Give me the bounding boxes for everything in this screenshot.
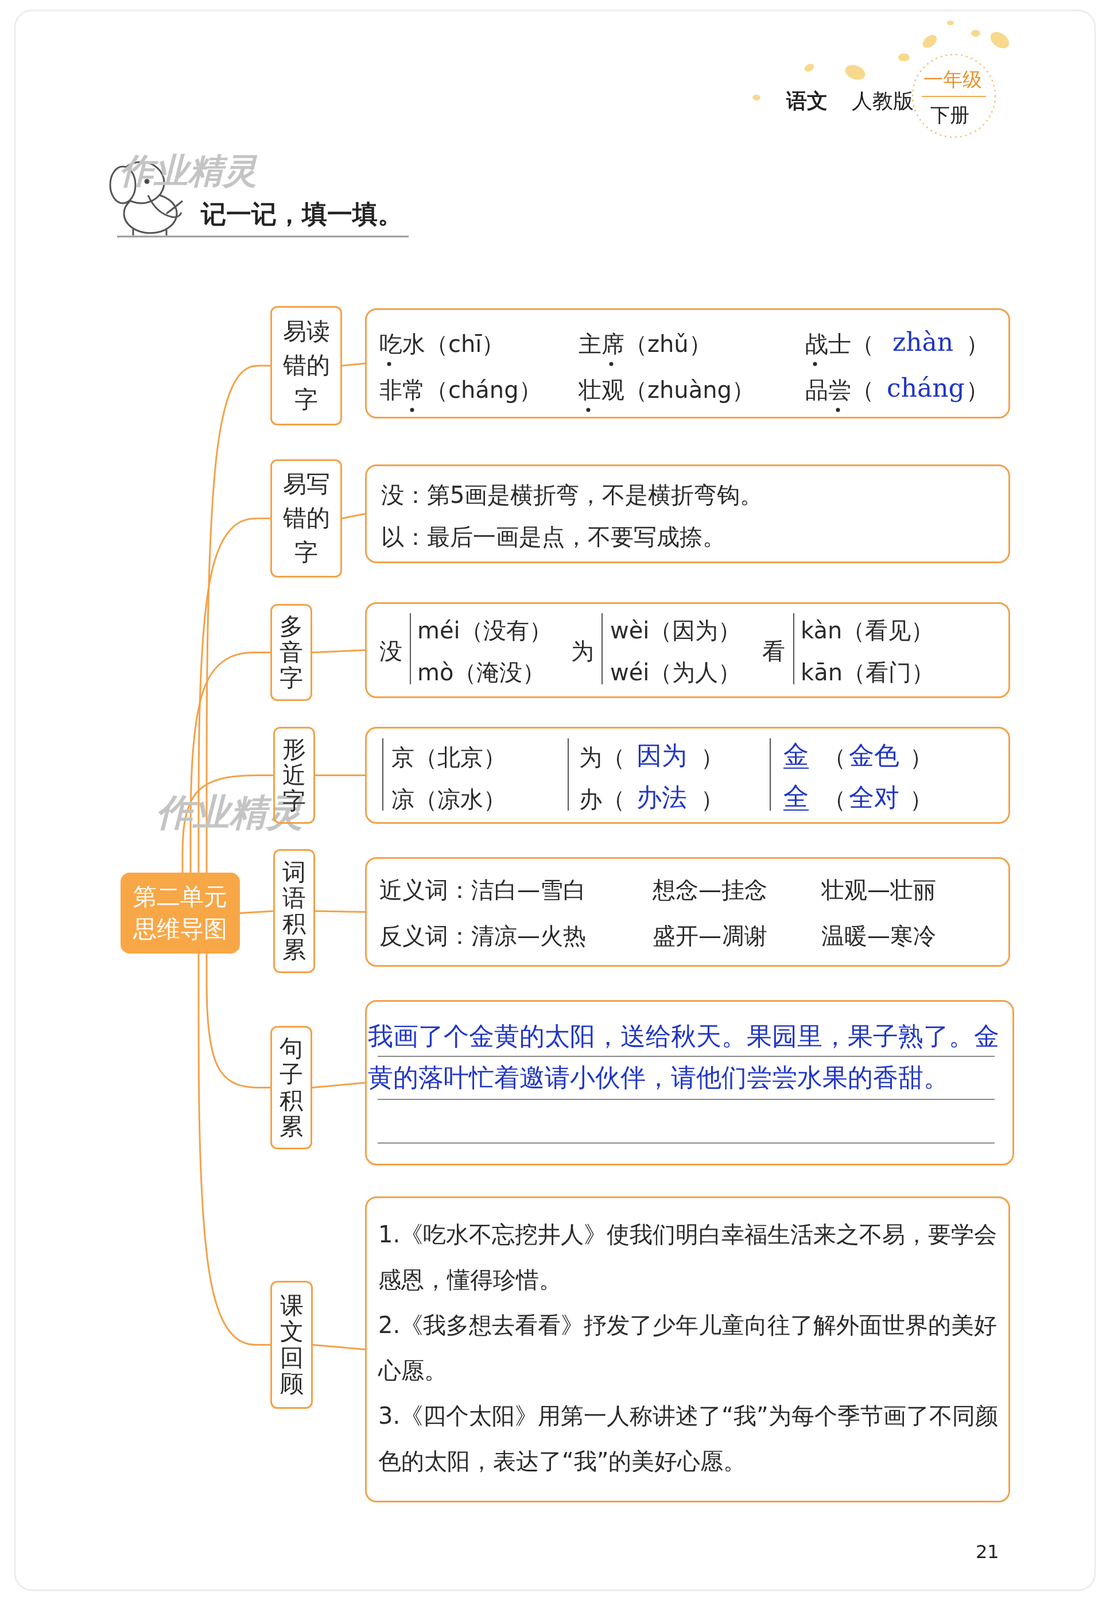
branch-label: 易读错的字 xyxy=(270,305,343,426)
node-text: 为 xyxy=(571,636,595,666)
node-text: 我画了个金黄的太阳，送给秋天。果园里，果子熟了。金黄的落叶忙着邀请小伙伴，请他们… xyxy=(367,1015,1005,1098)
node-text: ） xyxy=(965,329,989,359)
bracket-line xyxy=(382,612,794,811)
answer-text: 办法 xyxy=(636,782,688,812)
node-text: kān（看门） xyxy=(800,657,935,687)
node-text: 主席（zhǔ） xyxy=(578,329,712,359)
branch-connector xyxy=(190,652,271,873)
node-text: 没：第5画是横折弯，不是横折弯钩。 xyxy=(381,480,763,510)
node-text: 2.《我多想去看看》抒发了少年儿童向往了解外面世界的美好心愿。 xyxy=(378,1302,1001,1393)
node-text: 以：最后一画是点，不要写成捺。 xyxy=(381,522,726,551)
node-text: 没 xyxy=(379,636,403,666)
branch-label: 形近字 xyxy=(273,726,316,824)
branch-connector xyxy=(312,1344,366,1350)
branch-connector xyxy=(315,910,366,912)
branch-connector xyxy=(312,650,366,653)
branch-label: 课文回顾 xyxy=(270,1280,313,1409)
page-number: 21 xyxy=(975,1540,1000,1563)
edition-label: 人教版 xyxy=(851,87,914,116)
node-text: 办（ xyxy=(579,784,626,814)
node-text: wéi（为人） xyxy=(610,657,741,687)
node-text: 凉（凉水） xyxy=(391,784,507,814)
answer-text: 金色 xyxy=(848,740,900,770)
node-text: 第二单元 思维导图 xyxy=(132,880,229,945)
node-text: 课文回顾 xyxy=(280,1292,304,1396)
answer-text: zhàn xyxy=(892,327,954,357)
branch-label: 词语积累 xyxy=(273,848,316,973)
node-text: （ xyxy=(823,784,846,814)
node-text: （ xyxy=(823,742,846,772)
leaf-decoration xyxy=(752,20,1013,101)
subject-label: 语文 xyxy=(786,87,828,116)
node-text: mò（淹没） xyxy=(417,657,546,687)
node-text: 形近字 xyxy=(282,736,306,814)
node-text: 1.《吃水不忘挖井人》使我们明白幸福生活来之不易，要学会感恩，懂得珍惜。 xyxy=(378,1211,1001,1303)
node-text: ） xyxy=(700,784,724,814)
node-text: 壮观—壮丽 xyxy=(821,875,937,904)
node-text: 反义词：清凉—火热 xyxy=(379,921,586,950)
grade-badge xyxy=(912,54,996,138)
branch-label: 易写错的字 xyxy=(270,459,343,578)
node-text: ） xyxy=(965,375,989,405)
content-box: 没 méi（没有） mò（淹没） 为 wèi（因为） wéi（为人） 看 kàn（看见） kān… xyxy=(365,602,1011,698)
node-text: 易读错的字 xyxy=(282,314,331,417)
branch-connector xyxy=(315,774,366,776)
branch-connector xyxy=(206,953,271,1088)
content-box: 我画了个金黄的太阳，送给秋天。果园里，果子熟了。金黄的落叶忙着邀请小伙伴，请他们… xyxy=(365,999,1015,1166)
answer-text: 全对 xyxy=(848,782,900,812)
branch-connector xyxy=(312,1082,366,1088)
node-text: 壮观（zhuàng） xyxy=(578,375,755,405)
node-text: 温暖—寒冷 xyxy=(821,921,937,950)
node-text: 京（北京） xyxy=(391,742,507,772)
node-text: 为（ xyxy=(579,742,626,772)
watermark: 作业精灵 xyxy=(156,787,304,838)
node-text: ） xyxy=(909,742,933,772)
branch-connector xyxy=(342,513,366,519)
content-box: 京（北京） 凉（凉水） 为（ 因为 ） 办（ 办法 ） 金 （金色 ） 全 （全对 ） xyxy=(365,726,1011,824)
node-text: 词语积累 xyxy=(282,859,306,963)
badge-divider xyxy=(921,95,987,97)
grade-label: 一年级 xyxy=(923,66,983,93)
page-frame xyxy=(14,10,1096,1590)
content-box: 1.《吃水不忘挖井人》使我们明白幸福生活来之不易，要学会感恩，懂得珍惜。2.《我… xyxy=(365,1196,1011,1503)
branch-connector xyxy=(198,953,271,1345)
node-text: ） xyxy=(700,742,724,772)
node-text: 非常（cháng） xyxy=(379,375,542,405)
branch-connector xyxy=(239,910,274,914)
node-text: méi（没有） xyxy=(417,615,553,645)
node-text: 多音字 xyxy=(279,613,304,692)
node-text: kàn（看见） xyxy=(800,615,934,645)
section-title: 记一记，填一填。 xyxy=(200,197,403,232)
node-text: 吃水（chī） xyxy=(379,329,505,359)
content-box: 近义词：洁白—雪白 想念—挂念 壮观—壮丽反义词：清凉—火热 盛开—凋谢 温暖—寒冷 xyxy=(365,856,1011,967)
branch-connector xyxy=(342,363,366,366)
node-text: 盛开—凋谢 xyxy=(652,921,768,950)
central-topic: 第二单元 思维导图 xyxy=(120,872,240,954)
node-text: 易写错的字 xyxy=(282,467,331,570)
title-underline xyxy=(117,235,409,238)
node-text: 句子积累 xyxy=(279,1035,304,1139)
answer-text: 金 xyxy=(783,740,809,769)
branch-label: 句子积累 xyxy=(270,1025,313,1150)
volume-label: 下册 xyxy=(930,102,970,129)
node-text: wèi（因为） xyxy=(610,615,741,645)
node-text: 品尝（ xyxy=(805,375,875,405)
content-box: 没：第5画是横折弯，不是横折弯钩。以：最后一画是点，不要写成捺。 xyxy=(365,464,1011,564)
node-text: 看 xyxy=(762,636,786,666)
node-text: 想念—挂念 xyxy=(652,875,768,904)
node-text: 3.《四个太阳》用第一人称讲述了“我”为每个季节画了不同颜色的太阳，表达了“我”… xyxy=(378,1392,1001,1484)
node-text: ） xyxy=(909,784,933,814)
answer-text: cháng xyxy=(886,373,965,403)
node-text: 近义词：洁白—雪白 xyxy=(379,875,586,904)
answer-text: 全 xyxy=(783,782,809,811)
node-text: 战士（ xyxy=(805,329,875,359)
content-box: 吃水（chī） 主席（zhǔ） 战士（ zhàn ） 非常（cháng） 壮观（zhuàng… xyxy=(365,308,1011,419)
branch-label: 多音字 xyxy=(270,603,313,701)
answer-text: 因为 xyxy=(636,740,688,770)
watermark: 作业精灵 xyxy=(119,148,258,195)
